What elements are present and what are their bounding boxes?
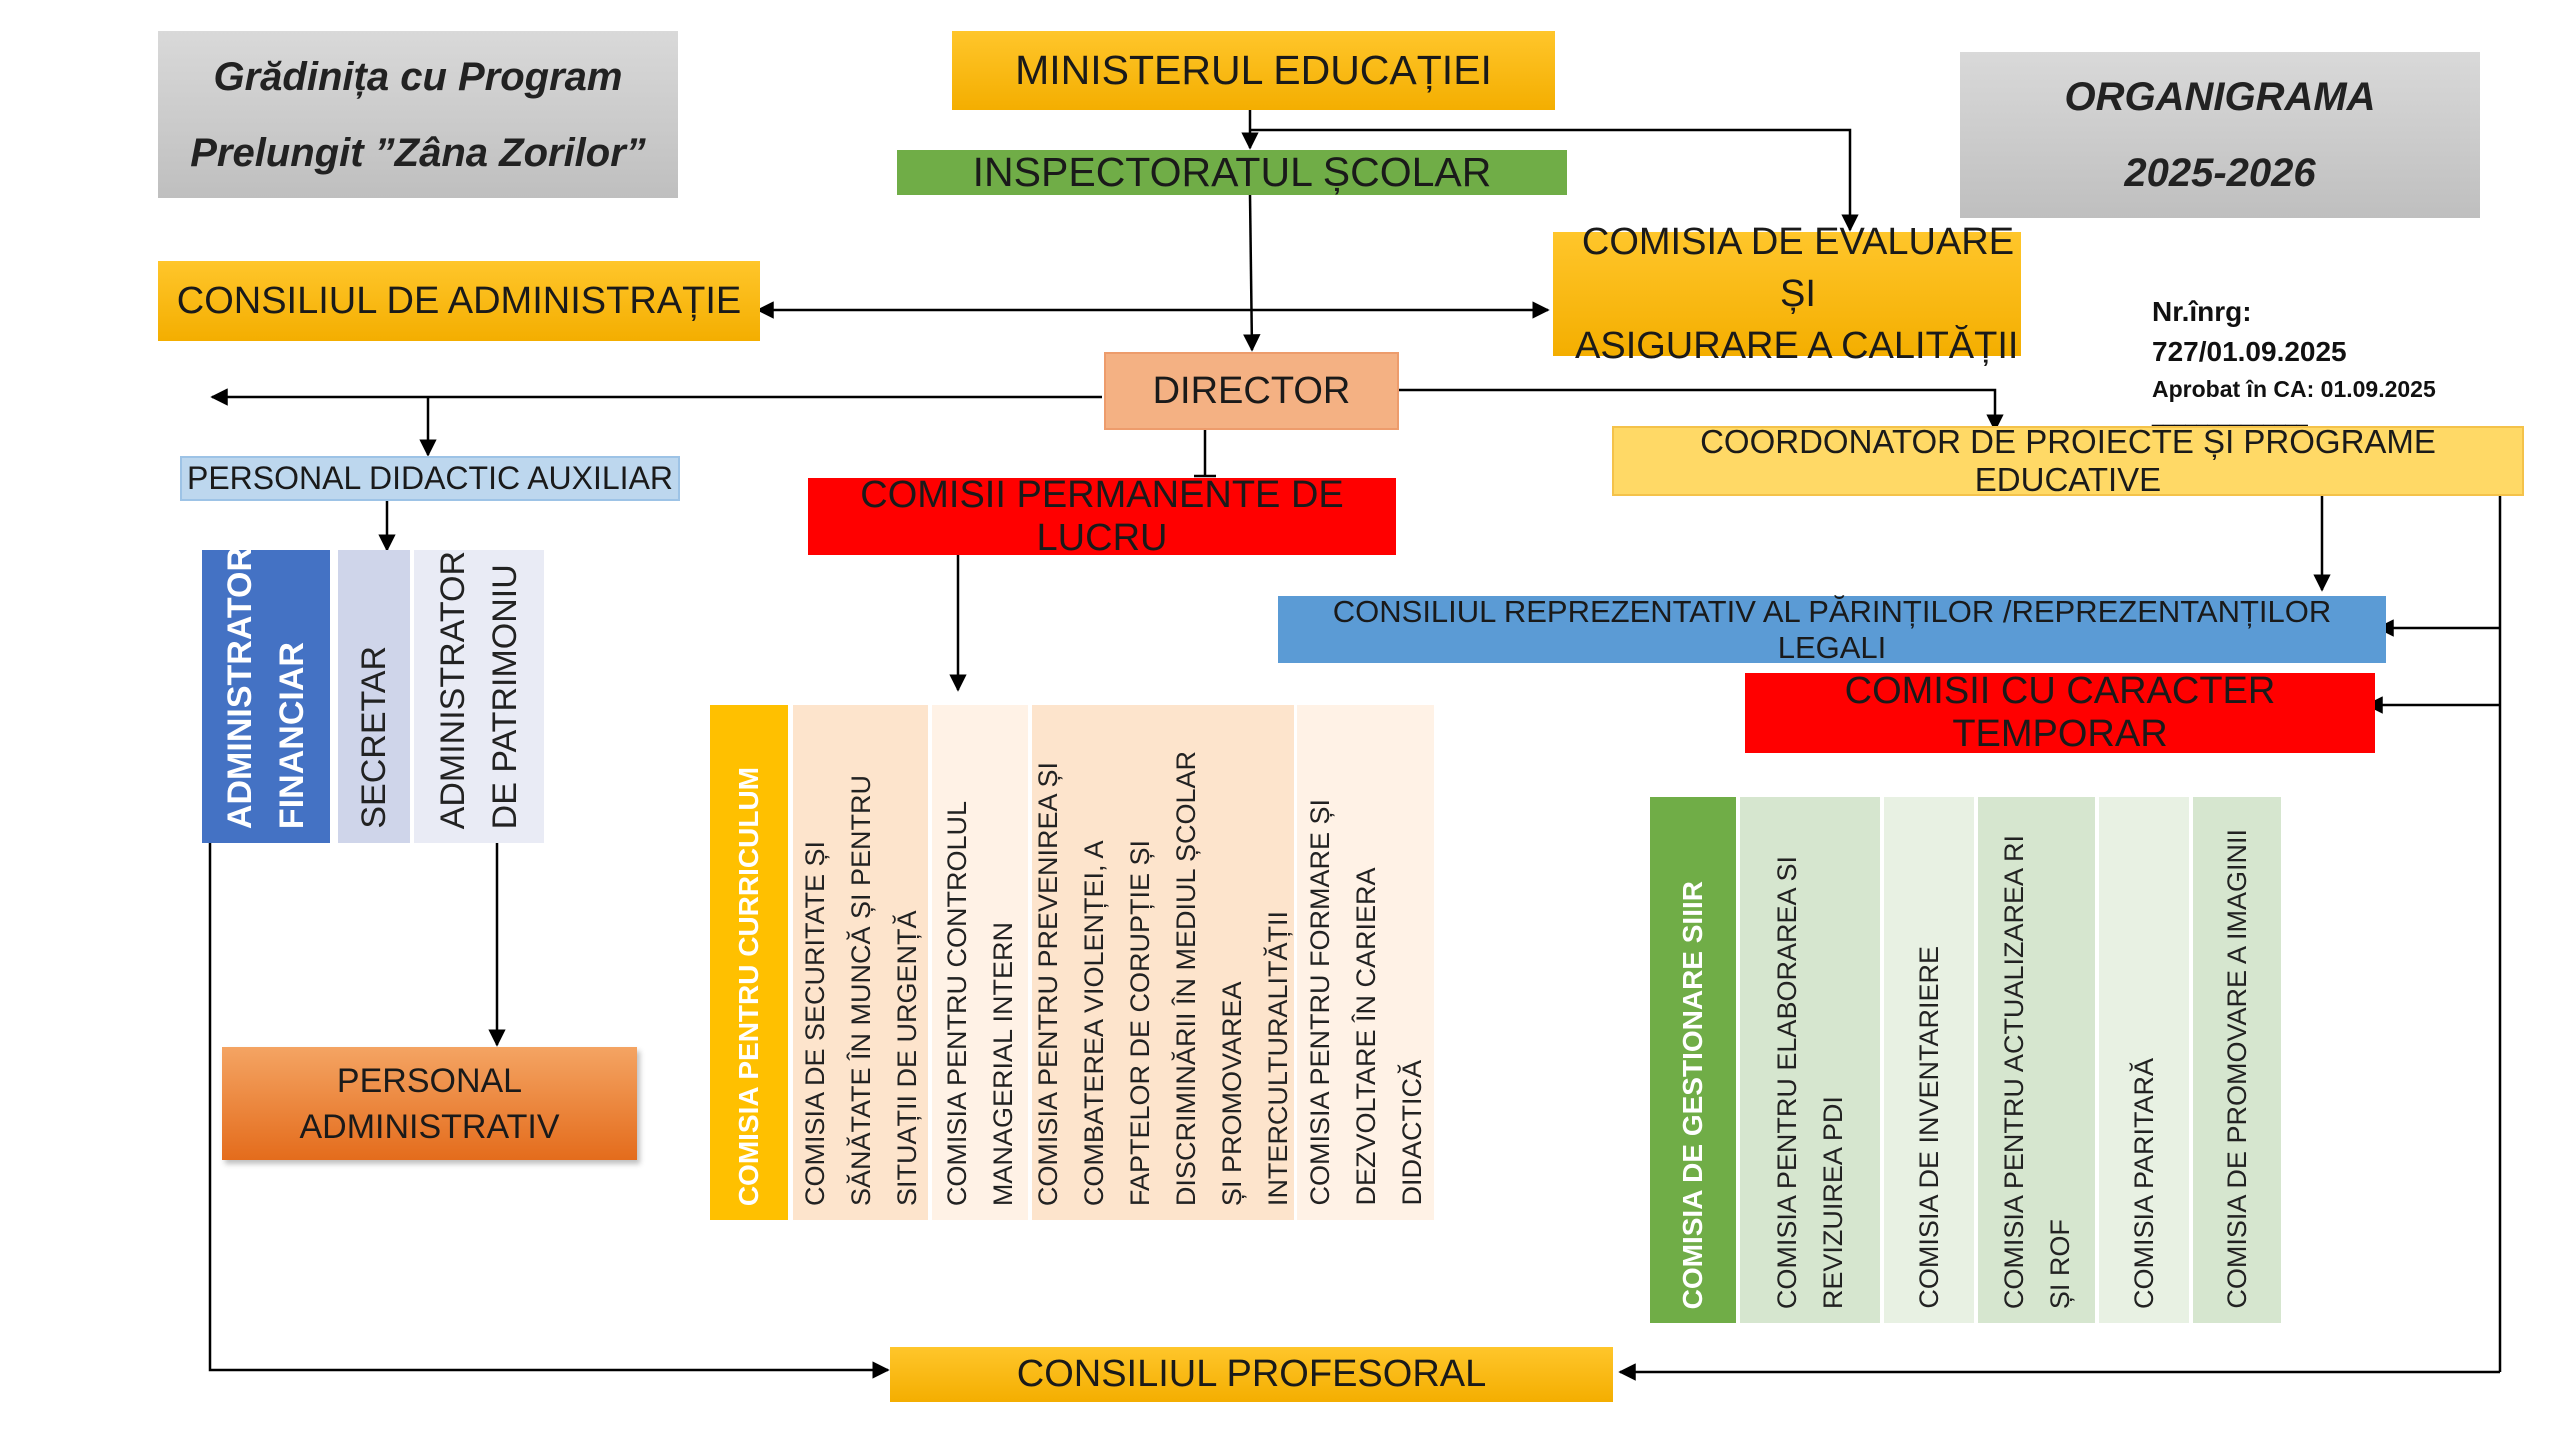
- role-financial-admin-line1: ADMINISTRATOR: [221, 546, 259, 829]
- temporary-commission-6: COMISIA DE PROMOVARE A IMAGINII: [2193, 797, 2281, 1323]
- permanent-commission-3-line: MANAGERIAL INTERN: [988, 921, 1018, 1206]
- ministry-box: MINISTERUL EDUCAȚIEI: [952, 31, 1555, 110]
- role-patrimony-admin: ADMINISTRATOR DE PATRIMONIU: [414, 550, 544, 843]
- permanent-commission-5-line: DEZVOLTARE ÎN CARIERA: [1350, 867, 1381, 1206]
- permanent-commission-5-line: COMISIA PENTRU FORMARE ȘI: [1304, 799, 1335, 1206]
- registration-label: Nr.înrg:: [2152, 296, 2252, 327]
- permanent-commission-2-line: SĂNĂTATE ÎN MUNCĂ ȘI PENTRU: [845, 774, 876, 1206]
- director-box: DIRECTOR: [1104, 352, 1399, 430]
- permanent-commission-4-line: DISCRIMINĂRII ÎN MEDIUL ȘCOLAR: [1171, 750, 1201, 1206]
- permanent-commission-1-line: COMISIA PENTRU CURRICULUM: [733, 766, 764, 1206]
- temporary-commission-2-line: COMISIA PENTRU ELABORAREA SI: [1772, 855, 1802, 1309]
- permanent-commission-4-line: ȘI PROMOVAREA: [1217, 981, 1247, 1206]
- permanent-commission-2-line: SITUAȚII DE URGENȚĂ: [891, 910, 922, 1206]
- parents-council-box: CONSILIUL REPREZENTATIV AL PĂRINȚILOR /R…: [1278, 594, 2386, 665]
- school-name-box: Grădinița cu Program Prelungit ”Zâna Zor…: [158, 31, 678, 198]
- quality-commission-box: COMISIA DE EVALUARE ȘI ASIGURARE A CALIT…: [1553, 221, 2021, 367]
- admin-staff-line1: PERSONAL: [336, 1061, 523, 1100]
- role-patrimony-admin-line1: ADMINISTRATOR: [434, 550, 472, 829]
- permanent-commission-5-line: DIDACTICĂ: [1396, 1060, 1427, 1206]
- admin-staff-box: PERSONAL ADMINISTRATIV: [222, 1047, 637, 1160]
- permanent-commission-5: COMISIA PENTRU FORMARE ȘI DEZVOLTARE ÎN C…: [1297, 705, 1434, 1220]
- temporary-commission-1: COMISIA DE GESTIONARE SIIIR: [1650, 797, 1736, 1323]
- role-financial-admin-line2: FINANCIAR: [273, 642, 311, 829]
- school-year: 2025-2026: [2124, 151, 2316, 195]
- temporary-commission-4: COMISIA PENTRU ACTUALIZAREA RI ȘI ROF: [1978, 797, 2095, 1323]
- aux-staff-box: PERSONAL DIDACTIC AUXILIAR: [180, 456, 680, 501]
- permanent-commission-1: COMISIA PENTRU CURRICULUM: [710, 705, 788, 1220]
- temporary-commission-1-line: COMISIA DE GESTIONARE SIIIR: [1677, 880, 1708, 1309]
- permanent-commission-4-line: COMBATEREA VIOLENȚEI, A: [1079, 840, 1109, 1206]
- permanent-commission-2: COMISIA DE SECURITATE ȘI SĂNĂTATE ÎN MUNC…: [793, 705, 928, 1220]
- school-name-line2: Prelungit ”Zâna Zorilor”: [190, 130, 646, 175]
- temporary-commission-4-line: ȘI ROF: [2044, 1218, 2075, 1309]
- permanent-commission-3: COMISIA PENTRU CONTROLUL MANAGERIAL INTER…: [932, 705, 1028, 1220]
- registration-number: 727/01.09.2025: [2152, 336, 2347, 367]
- school-name-line1: Grădinița cu Program: [213, 54, 623, 99]
- role-secretary: SECRETAR: [338, 550, 410, 843]
- registration-info: Nr.înrg: 727/01.09.2025 Aprobat în CA: 0…: [2152, 292, 2436, 426]
- role-patrimony-admin-line2: DE PATRIMONIU: [486, 563, 524, 829]
- approval-note: Aprobat în CA: 01.09.2025: [2152, 376, 2436, 402]
- chart-title: ORGANIGRAMA: [2064, 75, 2376, 119]
- temporary-commission-2-line: REVIZUIREA PDI: [1818, 1095, 1848, 1309]
- temporary-commission-3-line: COMISIA DE INVENTARIERE: [1914, 946, 1944, 1309]
- temporary-commission-2: COMISIA PENTRU ELABORAREA SI REVIZUIREA P…: [1740, 797, 1880, 1323]
- role-secretary-label: SECRETAR: [355, 646, 393, 829]
- inspectorate-box: INSPECTORATUL ȘCOLAR: [897, 149, 1567, 195]
- temporary-commission-4-line: COMISIA PENTRU ACTUALIZAREA RI: [1998, 834, 2029, 1309]
- permanent-commission-4-line: COMISIA PENTRU PREVENIREA ȘI: [1033, 761, 1063, 1206]
- signature-line: ______________: [2152, 405, 2308, 427]
- temporary-commissions-box: COMISII CU CARACTER TEMPORAR: [1745, 670, 2375, 755]
- permanent-commission-3-line: COMISIA PENTRU CONTROLUL: [942, 800, 972, 1206]
- permanent-commissions-box: COMISII PERMANENTE DE LUCRU: [808, 474, 1396, 559]
- temporary-commission-5-line: COMISIA PARITARĂ: [2129, 1057, 2159, 1309]
- admin-staff-line2: ADMINISTRATIV: [299, 1107, 560, 1146]
- permanent-commission-2-line: COMISIA DE SECURITATE ȘI: [799, 840, 830, 1206]
- temporary-commission-6-line: COMISIA DE PROMOVARE A IMAGINII: [2222, 829, 2252, 1309]
- permanent-commission-4: COMISIA PENTRU PREVENIREA ȘI COMBATEREA V…: [1032, 705, 1294, 1220]
- admin-council-box: CONSILIUL DE ADMINISTRAȚIE: [158, 261, 760, 341]
- projects-coordinator-box: COORDONATOR DE PROIECTE ȘI PROGRAME EDUC…: [1612, 423, 2524, 498]
- quality-commission-line2: ASIGURARE A CALITĂȚII: [1575, 325, 2019, 367]
- temporary-commission-3: COMISIA DE INVENTARIERE: [1884, 797, 1974, 1323]
- role-financial-admin: ADMINISTRATOR FINANCIAR: [202, 546, 330, 843]
- temporary-commission-5: COMISIA PARITARĂ: [2099, 797, 2189, 1323]
- quality-commission-line1: COMISIA DE EVALUARE ȘI: [1581, 221, 2015, 315]
- permanent-commission-4-line: INTERCULTURALITĂȚII: [1263, 910, 1293, 1206]
- permanent-commission-4-line: FAPTELOR DE CORUPȚIE ȘI: [1125, 839, 1155, 1206]
- teachers-council-box: CONSILIUL PROFESORAL: [890, 1347, 1613, 1402]
- chart-title-box: ORGANIGRAMA 2025-2026: [1960, 52, 2480, 218]
